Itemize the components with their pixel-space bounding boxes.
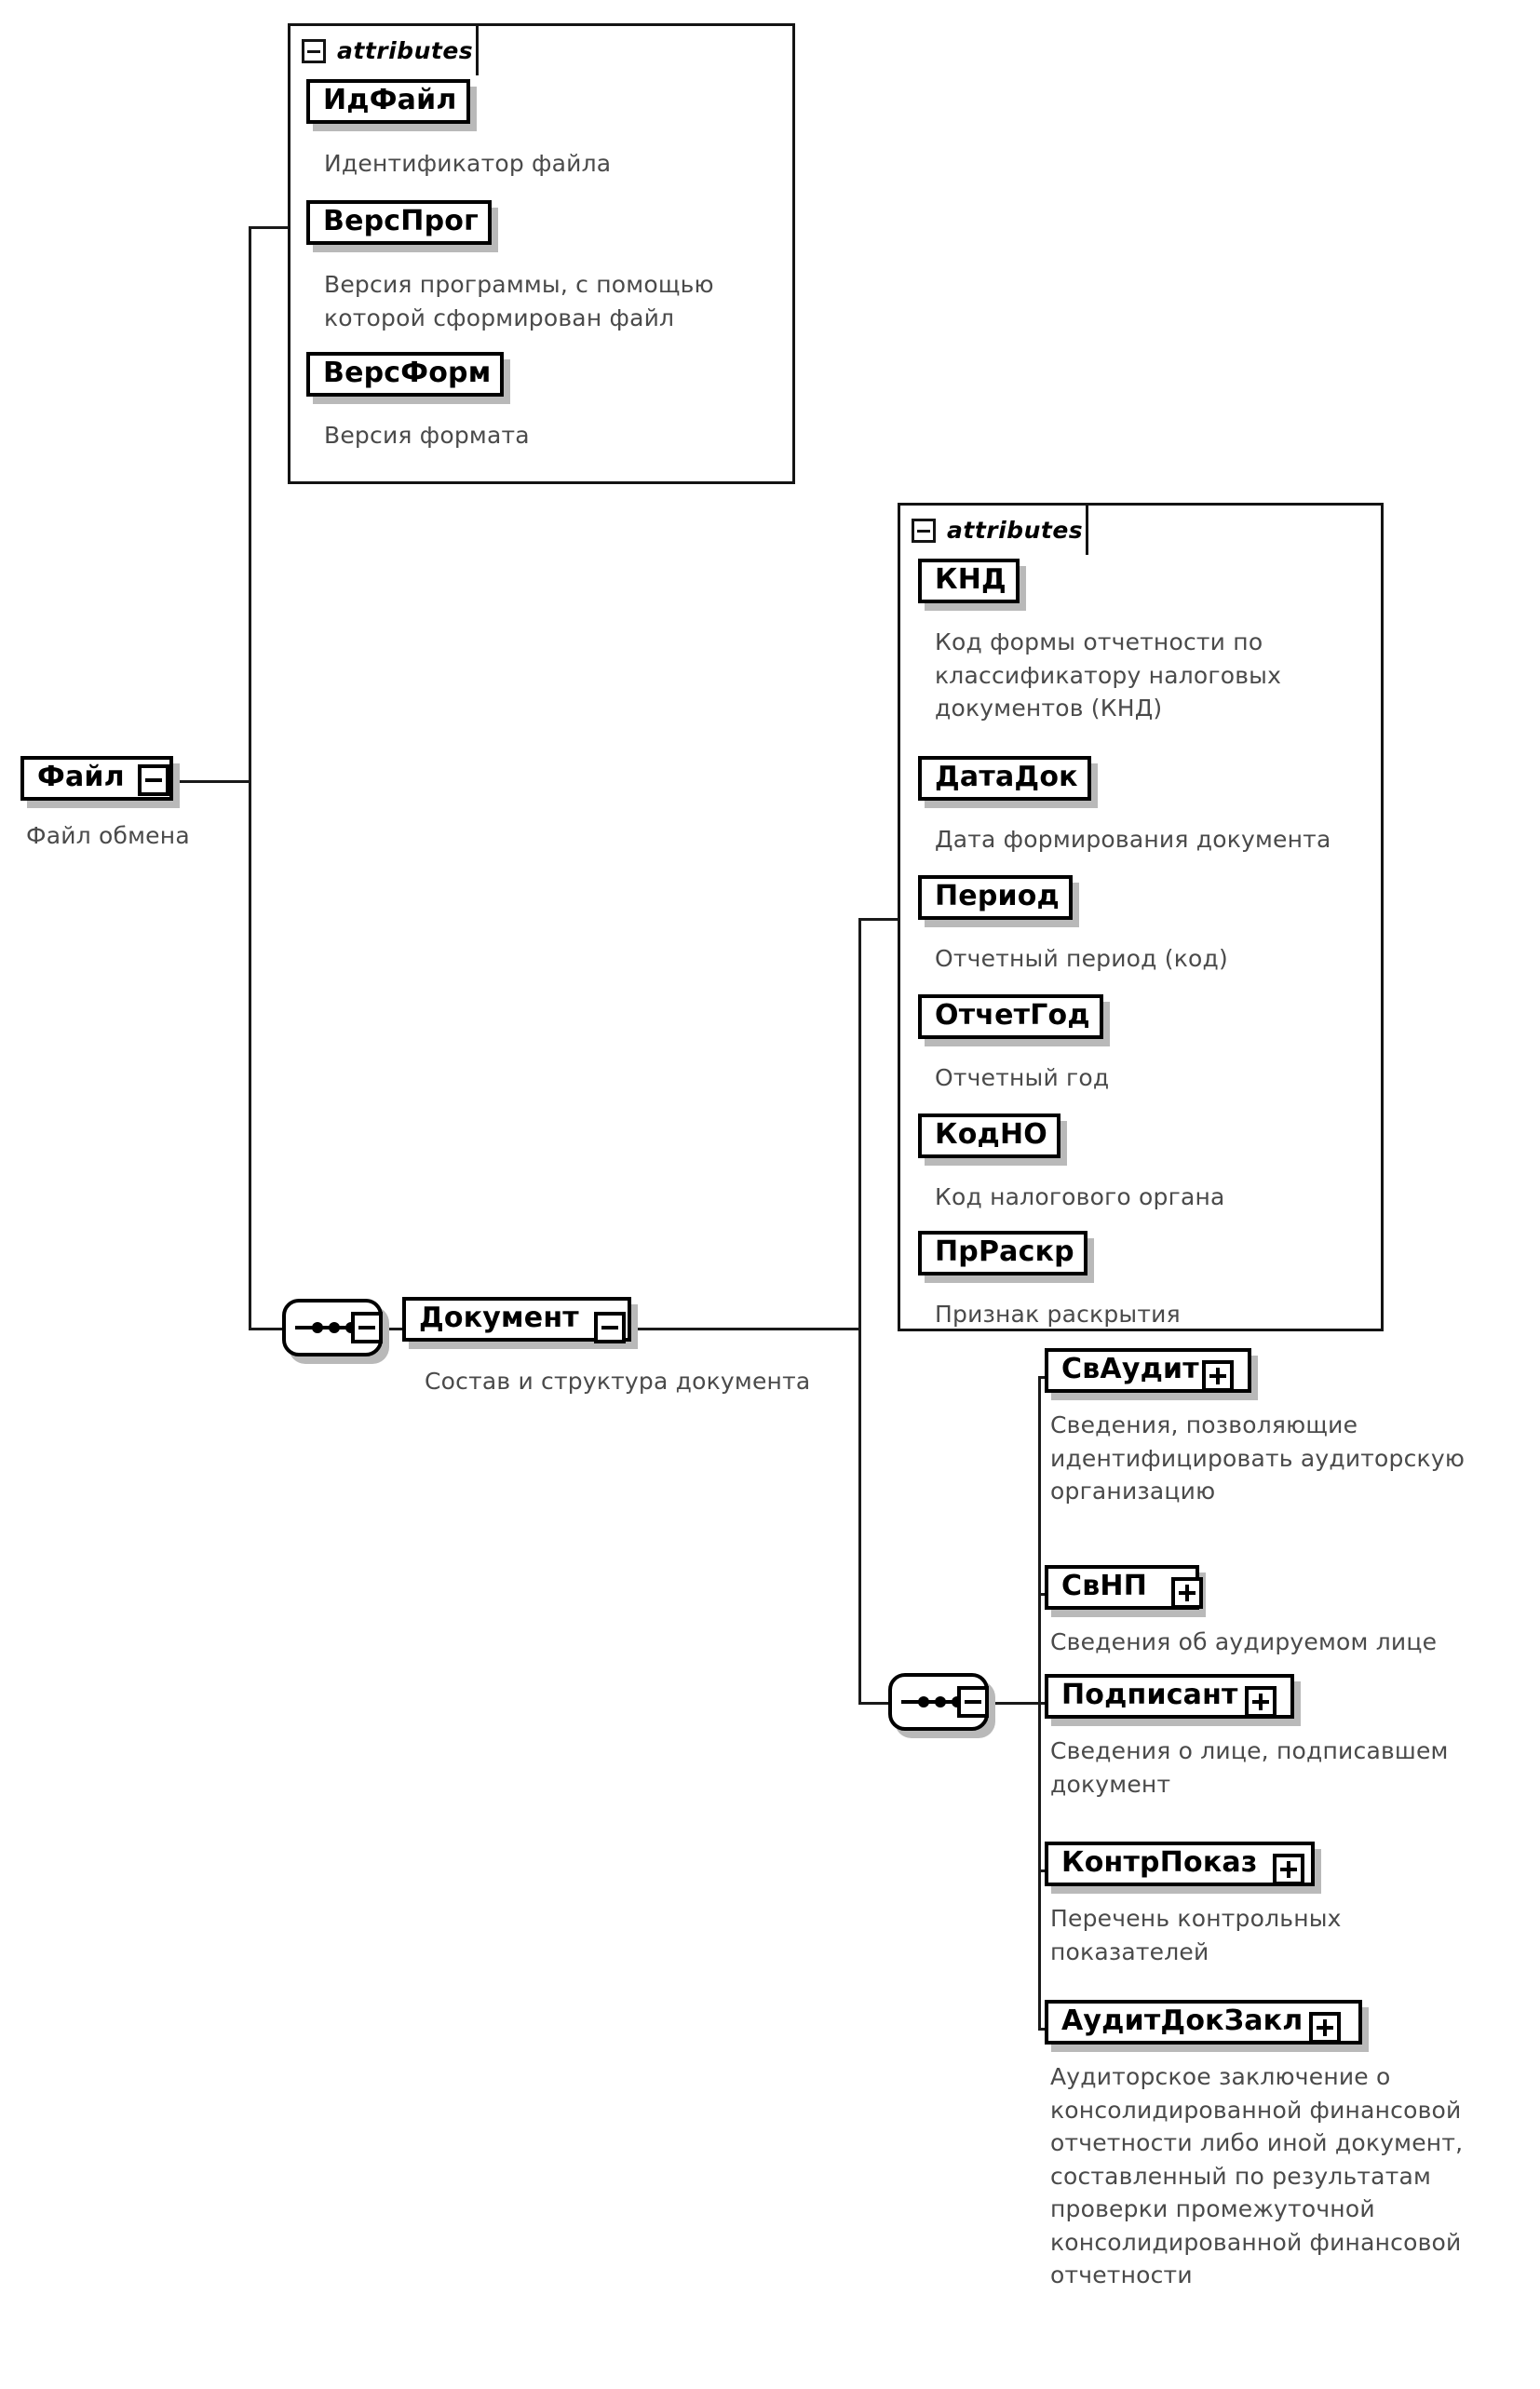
element-annotation-fail: Файл обмена: [26, 822, 190, 849]
attribute-label-versprog: ВерсПрог: [323, 205, 479, 237]
attribute-chip-versprog[interactable]: ВерсПрог: [306, 200, 492, 245]
attribute-label-period: Период: [935, 880, 1060, 912]
element-annotation-dokument: Состав и структура документа: [425, 1368, 811, 1395]
connector-file-to-trunk: [158, 780, 251, 783]
sequence-dot: [329, 1322, 340, 1333]
element-annotation-svaudit: Сведения, позволяющие идентифицировать а…: [1050, 1411, 1466, 1505]
attribute-chip-idfail[interactable]: ИдФайл: [306, 79, 470, 124]
element-annotation-auditdokzakl: Аудиторское заключение о консолидированн…: [1050, 2063, 1464, 2288]
connector-document-trunk-vertical: [858, 918, 861, 1705]
connector-document-sequence-to-children-bus: [989, 1702, 1041, 1705]
element-label-dokument: Документ: [419, 1302, 579, 1334]
attribute-label-idfail: ИдФайл: [323, 84, 457, 116]
plus-box-icon-kontrpokaz[interactable]: [1273, 1854, 1304, 1885]
file-attributes-tab[interactable]: attributes: [288, 23, 479, 75]
attribute-annotation-period: Отчетный период (код): [935, 945, 1228, 972]
minus-box-icon-document-sequence[interactable]: [957, 1686, 989, 1718]
file-attributes-tab-label: attributes: [337, 37, 474, 64]
element-chip-dokument[interactable]: Документ: [402, 1297, 631, 1342]
attribute-annotation-otchetgod: Отчетный год: [935, 1064, 1110, 1091]
connector-file-trunk-vertical: [249, 226, 251, 1329]
attribute-annotation-kodno: Код налогового органа: [935, 1183, 1225, 1210]
attribute-chip-otchetgod[interactable]: ОтчетГод: [918, 994, 1103, 1039]
attribute-label-kodno: КодНО: [935, 1118, 1047, 1151]
plus-box-icon-podpisant[interactable]: [1245, 1686, 1277, 1718]
connector-trunk-to-document-attributes: [858, 918, 898, 921]
element-label-podpisant: Подписант: [1061, 1679, 1238, 1711]
attribute-label-knd: КНД: [935, 563, 1006, 596]
element-label-auditdokzakl: АудитДокЗакл: [1061, 2004, 1304, 2037]
attribute-annotation-knd: Код формы отчетности по классификатору н…: [935, 628, 1282, 722]
attribute-chip-period[interactable]: Период: [918, 875, 1073, 920]
connector-trunk-to-file-sequence: [249, 1328, 282, 1330]
document-attributes-tab[interactable]: attributes: [898, 503, 1088, 555]
plus-box-icon-svnp[interactable]: [1171, 1577, 1203, 1609]
sequence-compositor-icon-document[interactable]: [888, 1673, 989, 1731]
document-attributes-tab-label: attributes: [947, 517, 1084, 544]
minus-box-icon-dokument[interactable]: [594, 1312, 626, 1343]
attribute-annotation-prraskr: Признак раскрытия: [935, 1301, 1181, 1328]
sequence-dot: [918, 1696, 929, 1707]
attribute-label-prraskr: ПрРаскр: [935, 1235, 1074, 1268]
attribute-label-datadok: ДатаДок: [935, 761, 1078, 793]
attribute-chip-kodno[interactable]: КодНО: [918, 1114, 1060, 1158]
element-label-svaudit: СвАудит: [1061, 1353, 1199, 1385]
connector-document-to-trunk: [626, 1328, 861, 1330]
element-annotation-svnp: Сведения об аудируемом лице: [1050, 1628, 1438, 1655]
element-label-kontrpokaz: КонтрПоказ: [1061, 1846, 1258, 1879]
attribute-annotation-datadok: Дата формирования документа: [935, 826, 1331, 853]
minus-box-icon-file-sequence[interactable]: [351, 1312, 383, 1343]
attribute-annotation-idfail: Идентификатор файла: [324, 150, 612, 177]
attribute-annotation-versprog: Версия программы, с помощью которой сфор…: [324, 271, 714, 331]
plus-box-icon-auditdokzakl[interactable]: [1309, 2012, 1341, 2044]
sequence-dot: [312, 1322, 323, 1333]
attribute-label-versform: ВерсФорм: [323, 357, 492, 389]
element-annotation-podpisant: Сведения о лице, подписавшем документ: [1050, 1737, 1449, 1798]
element-annotation-kontrpokaz: Перечень контрольных показателей: [1050, 1905, 1342, 1965]
element-label-fail: Файл: [37, 761, 125, 793]
connector-trunk-to-file-attributes: [249, 226, 288, 229]
element-chip-kontrpokaz[interactable]: КонтрПоказ: [1045, 1842, 1316, 1886]
attribute-chip-versform[interactable]: ВерсФорм: [306, 352, 505, 397]
attribute-annotation-versform: Версия формата: [324, 422, 530, 449]
sequence-dot: [935, 1696, 946, 1707]
element-chip-podpisant[interactable]: Подписант: [1045, 1674, 1294, 1719]
collapse-minus-icon[interactable]: [302, 38, 326, 63]
collapse-minus-icon[interactable]: [912, 518, 936, 543]
file-attributes-box: attributes: [288, 23, 795, 484]
plus-box-icon-svaudit[interactable]: [1202, 1360, 1234, 1392]
minus-box-icon-fail[interactable]: [138, 764, 169, 796]
attribute-chip-prraskr[interactable]: ПрРаскр: [918, 1231, 1087, 1275]
attribute-chip-datadok[interactable]: ДатаДок: [918, 756, 1091, 801]
element-label-svnp: СвНП: [1061, 1570, 1148, 1602]
attribute-label-otchetgod: ОтчетГод: [935, 999, 1090, 1032]
connector-trunk-to-document-sequence: [858, 1702, 888, 1705]
attribute-chip-knd[interactable]: КНД: [918, 559, 1020, 603]
